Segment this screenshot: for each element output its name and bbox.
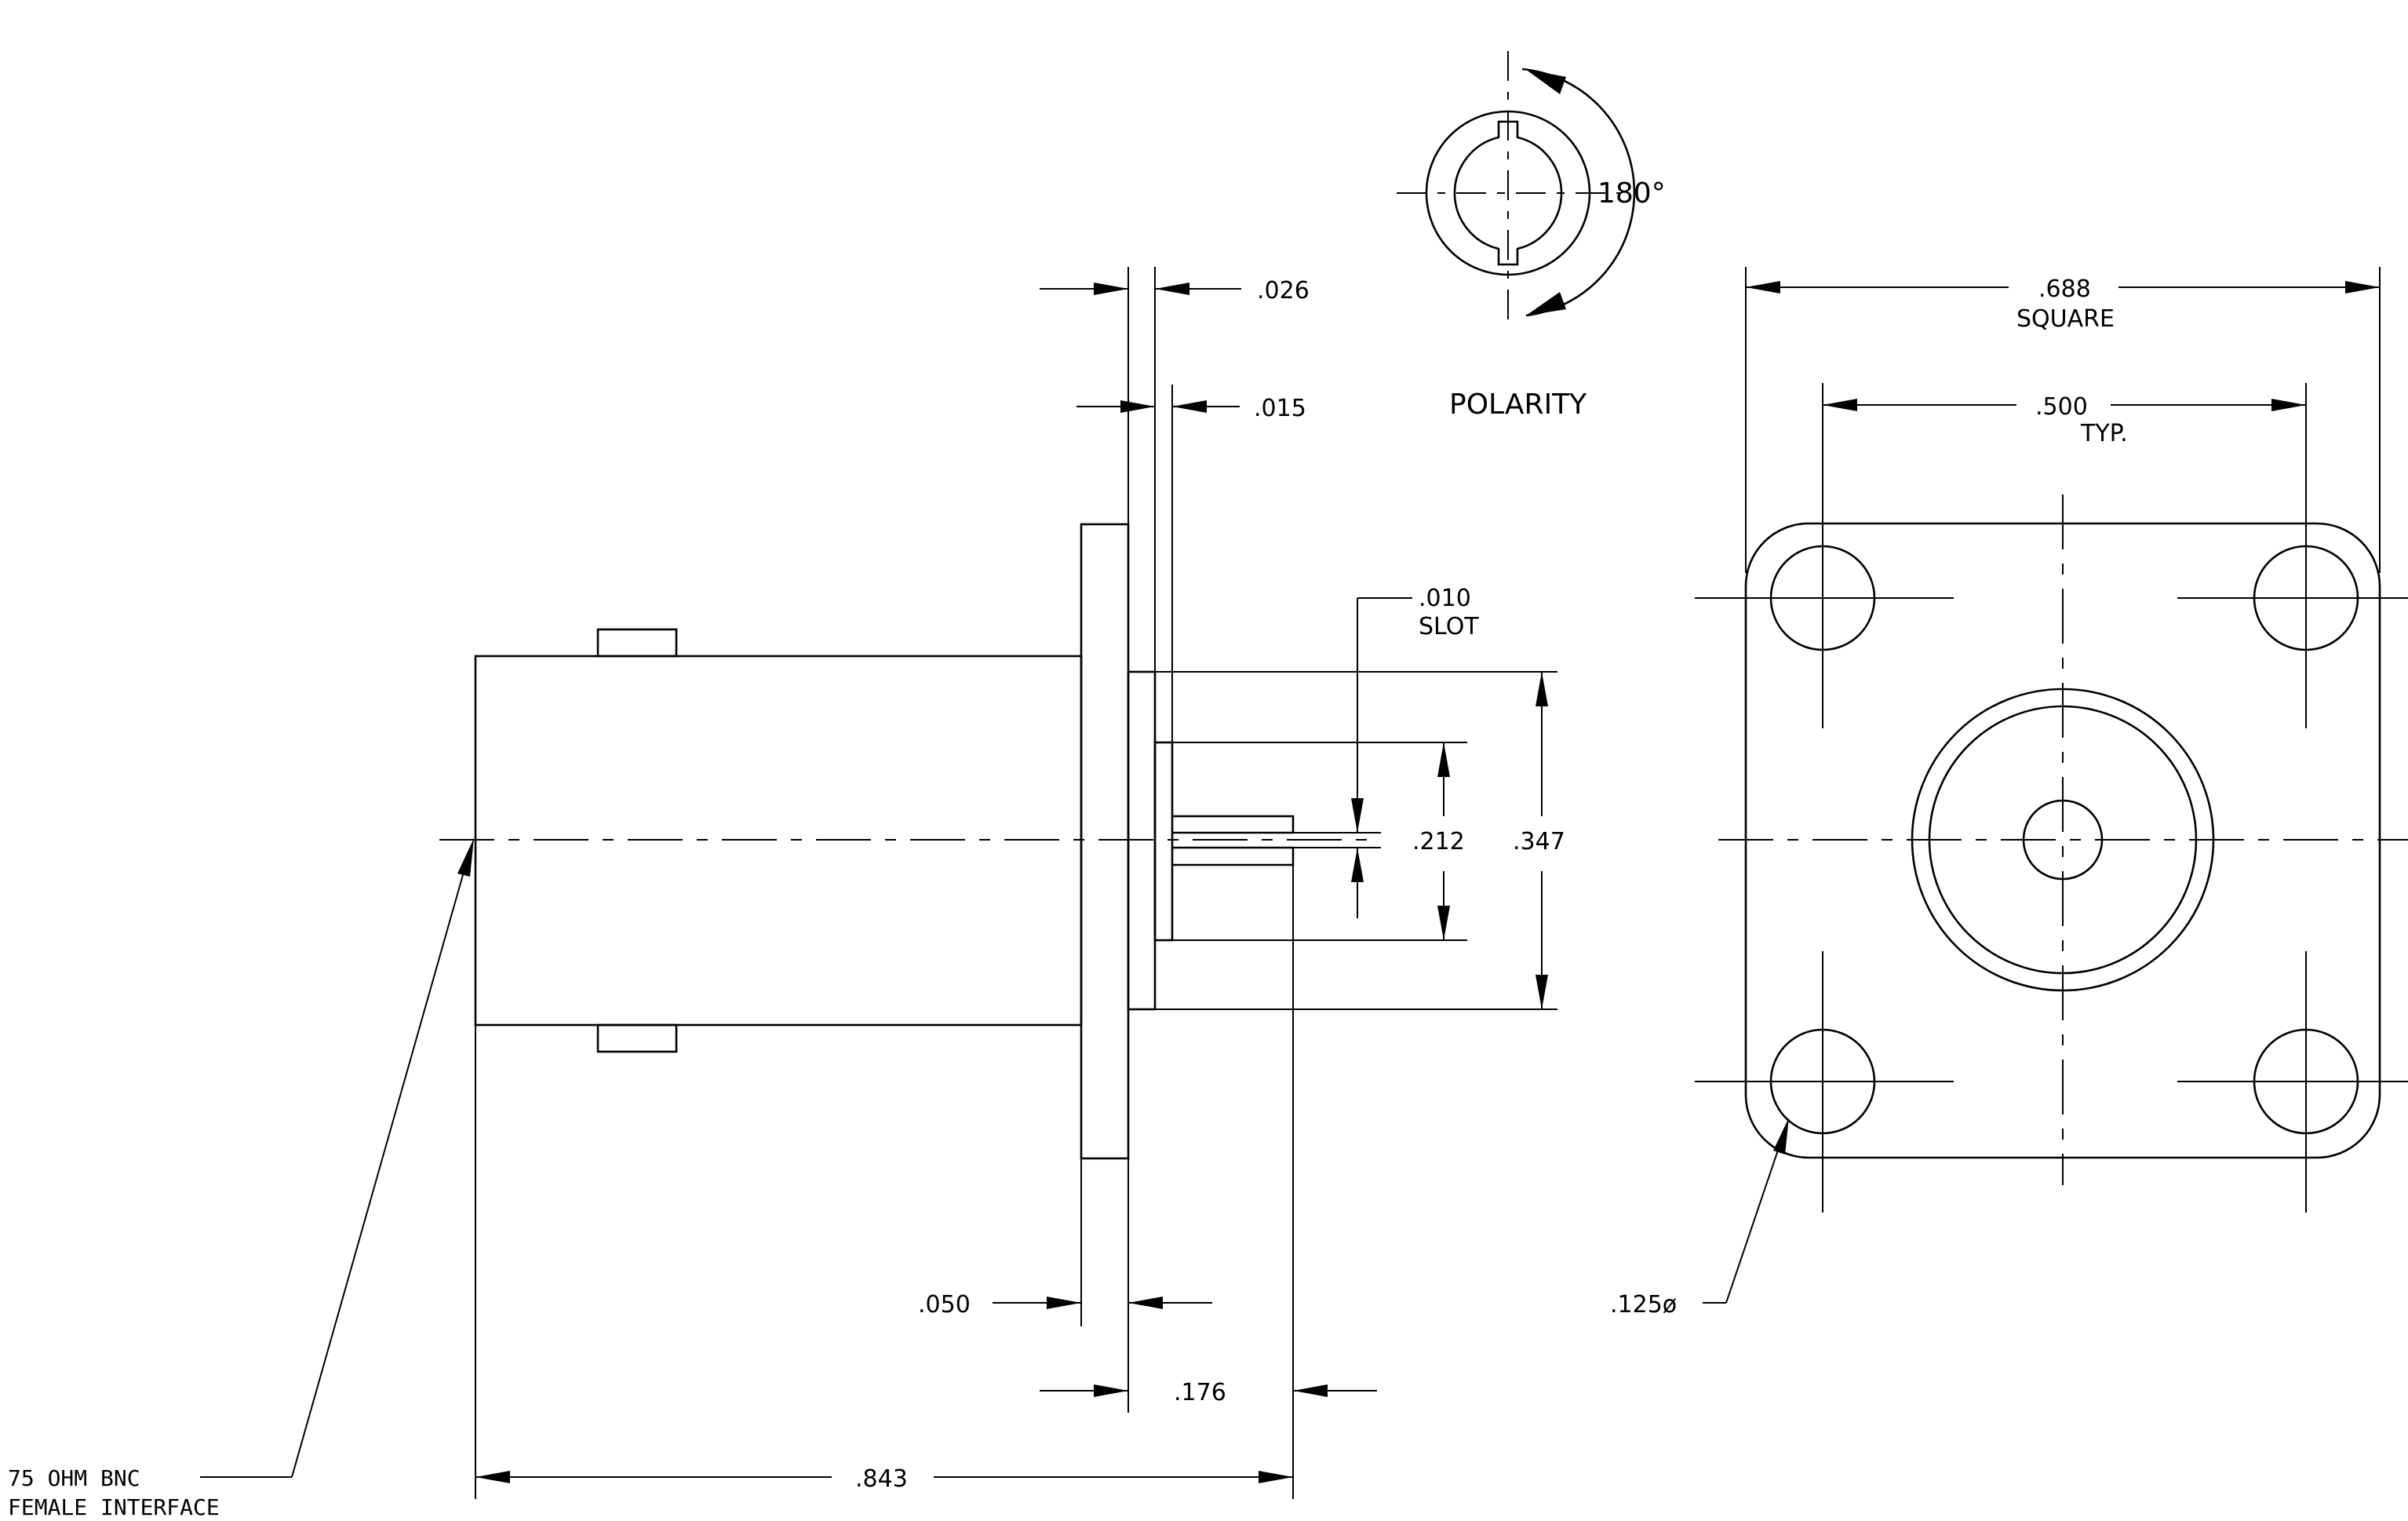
dim-026-label: .026 [1257, 277, 1310, 305]
callout-line2: FEMALE INTERFACE [8, 1494, 220, 1520]
dim-688-label: .688 [2038, 275, 2091, 303]
dim-500-label: .500 [2035, 393, 2088, 421]
dim-slot-label: SLOT [1419, 613, 1479, 640]
dim-010-label: .010 [1419, 585, 1471, 612]
mounting-holes [1695, 383, 2408, 1213]
dim-050-label: .050 [918, 1291, 971, 1319]
dim-typ-label: TYP. [2080, 420, 2128, 447]
side-view: .026 .015 .010 SLOT .212 .347 .050 [8, 267, 1565, 1520]
polarity-angle-label: 180° [1597, 177, 1666, 210]
front-view: .688 SQUARE .500 TYP. .125ø [1610, 267, 2408, 1319]
polarity-view: 180° POLARITY [1397, 51, 1666, 421]
callout-line1: 75 OHM BNC [8, 1465, 140, 1491]
dim-square-label: SQUARE [2016, 305, 2115, 333]
dim-176-label: .176 [1174, 1379, 1226, 1406]
dim-015-label: .015 [1254, 395, 1306, 422]
dim-843-label: .843 [855, 1465, 908, 1493]
hole-diameter-label: .125ø [1610, 1291, 1677, 1319]
dim-212-label: .212 [1412, 828, 1465, 855]
polarity-title: POLARITY [1449, 388, 1587, 421]
dim-347-label: .347 [1513, 828, 1565, 855]
